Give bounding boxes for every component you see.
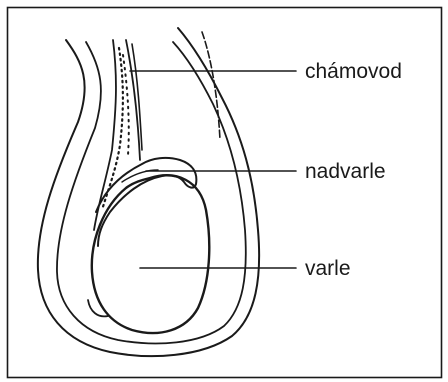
spermatic-cord-inner-wall <box>132 44 142 150</box>
label-chamovod: chámovod <box>305 61 402 82</box>
cord-dashed-edge <box>202 32 220 140</box>
testis-outline <box>92 175 209 333</box>
label-varle: varle <box>305 258 351 279</box>
spermatic-cord-dots-2 <box>123 55 129 155</box>
testis-lower-fold <box>88 300 108 316</box>
label-nadvarle: nadvarle <box>305 161 386 182</box>
